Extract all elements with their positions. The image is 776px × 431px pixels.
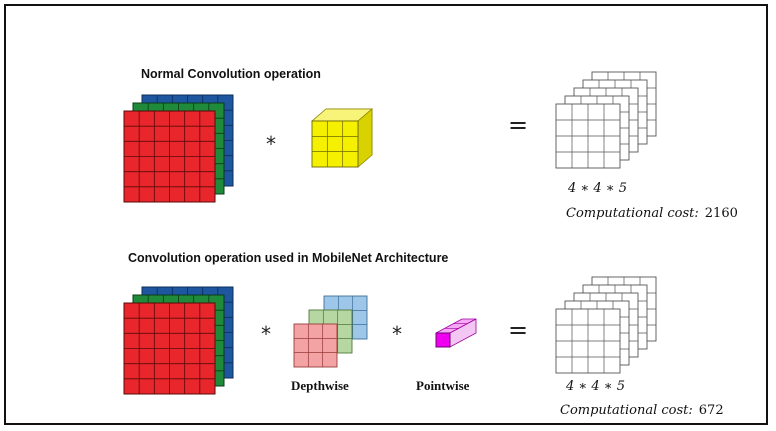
pointwise-kernel bbox=[435, 318, 477, 348]
input-channel-red bbox=[123, 110, 216, 203]
output-volume-normal bbox=[555, 71, 657, 169]
cost-value-normal: 2160 bbox=[705, 206, 738, 221]
multiply-symbol-normal: * bbox=[266, 132, 276, 156]
kernel-front-face bbox=[311, 120, 359, 168]
pointwise-front-face bbox=[435, 332, 451, 348]
input-volume-mobilenet bbox=[123, 286, 234, 395]
cost-label-mobilenet: Computational cost:672 bbox=[560, 403, 724, 418]
cost-label-normal: Computational cost:2160 bbox=[566, 206, 738, 221]
depthwise-label: Depthwise bbox=[291, 378, 349, 393]
yellow-kernel-cube bbox=[310, 108, 374, 168]
mobilenet-conv-title: Convolution operation used in MobileNet … bbox=[128, 251, 448, 265]
output-layer-1 bbox=[555, 308, 621, 374]
depthwise-kernel-pink bbox=[293, 323, 338, 368]
equals-symbol-normal: = bbox=[508, 111, 528, 139]
pointwise-label: Pointwise bbox=[416, 378, 470, 393]
input-channel-red bbox=[123, 302, 216, 395]
cost-value-mobilenet: 672 bbox=[699, 403, 724, 418]
output-dims-normal: 4 ∗ 4 ∗ 5 bbox=[567, 181, 627, 196]
output-layer-1 bbox=[555, 103, 621, 169]
multiply-symbol-mobilenet-1: * bbox=[261, 322, 271, 346]
equals-symbol-mobilenet: = bbox=[508, 316, 528, 344]
output-dims-mobilenet: 4 ∗ 4 ∗ 5 bbox=[565, 379, 625, 394]
output-volume-mobilenet bbox=[555, 276, 657, 374]
input-volume-normal bbox=[123, 94, 234, 203]
normal-conv-title: Normal Convolution operation bbox=[141, 67, 321, 81]
multiply-symbol-mobilenet-2: * bbox=[392, 322, 402, 346]
depthwise-kernels bbox=[293, 295, 368, 368]
figure-frame bbox=[4, 4, 768, 425]
